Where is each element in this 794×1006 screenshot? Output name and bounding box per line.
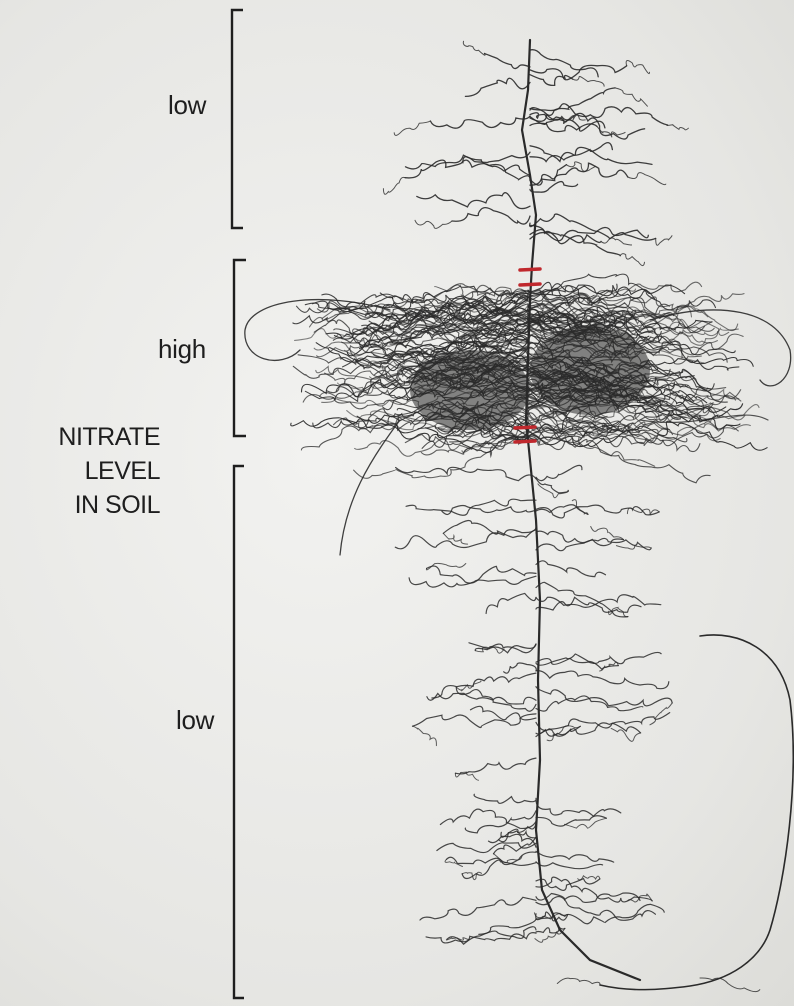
lateral-root [486, 593, 536, 613]
zone-marker [515, 427, 535, 428]
lateral-root [501, 823, 536, 837]
axis-title-line: NITRATE [40, 420, 160, 454]
lateral-root [452, 208, 530, 224]
axis-title-line: LEVEL [40, 454, 160, 488]
lateral-root [536, 505, 659, 518]
lateral-root [437, 843, 536, 853]
lateral-root [396, 467, 536, 480]
lateral-root [536, 801, 621, 816]
lateral-root [455, 758, 536, 774]
lateral-root [409, 576, 536, 587]
lateral-root [597, 126, 625, 137]
dense-root-mass [410, 350, 530, 430]
lateral-root [536, 465, 582, 480]
lateral-root [626, 61, 649, 74]
lateral-root [406, 155, 531, 175]
lateral-root [494, 837, 537, 854]
lateral-root [474, 794, 536, 803]
zone-marker [520, 284, 540, 285]
lateral-root [536, 561, 606, 577]
lateral-root [471, 706, 537, 720]
lateral-root [443, 533, 467, 544]
lateral-root [530, 214, 656, 240]
lateral-root [615, 88, 647, 106]
lateral-root [485, 53, 531, 68]
dense-root-mass [530, 325, 650, 415]
lateral-root [530, 147, 652, 164]
looping-root [600, 635, 793, 990]
lateral-root [620, 254, 644, 266]
lateral-root [578, 876, 600, 880]
lateral-root [465, 78, 530, 96]
lateral-root [463, 152, 530, 163]
zone-bracket-high [234, 260, 246, 436]
lateral-root [415, 220, 452, 228]
lateral-root [536, 671, 669, 689]
long-lateral-root [340, 420, 400, 555]
lateral-root [536, 652, 661, 664]
lateral-root [628, 173, 666, 185]
lateral-root [479, 919, 536, 934]
axis-title-line: IN SOIL [40, 488, 160, 522]
lateral-root [530, 230, 601, 243]
lateral-root [536, 862, 603, 869]
lateral-root [395, 527, 536, 548]
lateral-root [394, 121, 430, 135]
lateral-root [591, 527, 624, 540]
zone-label-top-low: low [168, 90, 206, 120]
lateral-root [504, 663, 537, 673]
lateral-root [573, 76, 605, 86]
lateral-root [530, 65, 627, 79]
lateral-root [413, 714, 537, 728]
zone-marker [515, 441, 535, 442]
lateral-root [430, 116, 530, 128]
lateral-root [463, 41, 485, 55]
lateral-root [432, 673, 536, 698]
zone-label-bottom-low: low [176, 705, 214, 735]
lateral-root [656, 236, 672, 246]
lateral-root [557, 978, 600, 985]
lateral-root [413, 726, 437, 745]
zone-bracket-bottom-low [234, 466, 244, 998]
lateral-root [536, 597, 641, 612]
lateral-root [383, 177, 405, 194]
lateral-root [667, 125, 689, 130]
lateral-root [700, 978, 760, 992]
lateral-root [447, 852, 537, 865]
axis-title: NITRATE LEVEL IN SOIL [40, 420, 160, 522]
lateral-root [530, 182, 578, 193]
lateral-root [456, 687, 536, 711]
zone-marker [520, 269, 540, 270]
lateral-root [547, 726, 580, 741]
lateral-root [420, 897, 536, 920]
zone-label-high: high [158, 334, 206, 364]
zone-bracket-top-low [232, 10, 243, 228]
lateral-root [601, 238, 632, 245]
lateral-root [536, 851, 614, 862]
lateral-root [417, 193, 530, 209]
lateral-root [530, 227, 648, 240]
lateral-root [538, 484, 568, 498]
root-system [245, 40, 793, 992]
dense-root [528, 436, 710, 483]
lateral-root [536, 816, 606, 826]
